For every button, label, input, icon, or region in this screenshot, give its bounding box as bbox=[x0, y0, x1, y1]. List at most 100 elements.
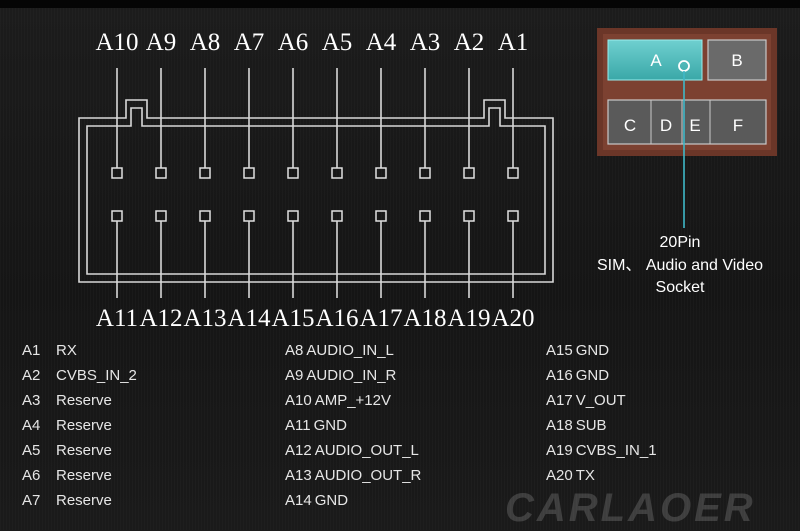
legend-pin-function: AUDIO_IN_R bbox=[306, 367, 397, 384]
bottom-pin-a12: A12 bbox=[139, 210, 183, 332]
legend-pin-function: Reserve bbox=[56, 467, 112, 484]
legend-pin-id: A3 bbox=[22, 392, 41, 409]
legend-pin-function: GND bbox=[575, 342, 610, 359]
bottom-pin-a13: A13 bbox=[183, 210, 227, 332]
legend-pin-function: AUDIO_OUT_R bbox=[314, 467, 422, 484]
top-pin-label: A9 bbox=[146, 29, 177, 56]
top-pin-label: A7 bbox=[234, 29, 265, 56]
legend-pin-id: A1 bbox=[22, 342, 41, 359]
bottom-pin-label: A20 bbox=[491, 305, 534, 332]
bottom-pin-label: A15 bbox=[271, 305, 314, 332]
legend-pin-function: AMP_+12V bbox=[314, 392, 391, 409]
top-edge-bar bbox=[0, 0, 800, 8]
bottom-pin-label: A12 bbox=[139, 305, 182, 332]
bottom-pin-a15: A15 bbox=[271, 210, 315, 332]
legend-pin-function: Reserve bbox=[56, 442, 112, 459]
legend-pin-function: AUDIO_IN_L bbox=[306, 342, 394, 359]
top-pin-label: A5 bbox=[322, 29, 353, 56]
bottom-pin-label: A17 bbox=[359, 305, 402, 332]
top-pin-a6: A6 bbox=[278, 29, 309, 179]
bottom-pin-label: A11 bbox=[96, 305, 138, 332]
top-pin-label: A6 bbox=[278, 29, 309, 56]
legend-pin-function: SUB bbox=[575, 417, 607, 434]
legend-row-a2: A2 CVBS_IN_2 bbox=[22, 367, 137, 384]
top-pin-a1: A1 bbox=[498, 29, 529, 179]
socket-label-d: D bbox=[660, 116, 672, 135]
bottom-pin-label: A13 bbox=[183, 305, 226, 332]
legend-pin-id: A7 bbox=[22, 492, 41, 509]
bottom-pin-a20: A20 bbox=[491, 210, 535, 332]
bottom-pin-a14: A14 bbox=[227, 210, 271, 332]
socket-label-f: F bbox=[733, 116, 743, 135]
socket-caption-line1: 20Pin bbox=[660, 234, 701, 251]
socket-label-c: C bbox=[624, 116, 636, 135]
top-pin-a5: A5 bbox=[322, 29, 353, 179]
bottom-pin-label: A14 bbox=[227, 305, 271, 332]
legend-pin-function: TX bbox=[575, 467, 595, 484]
bottom-pin-a11: A11 bbox=[96, 210, 138, 332]
legend-pin-function: CVBS_IN_2 bbox=[56, 367, 137, 384]
top-pin-row: A10 A9 A8 A7 A6 A5 A4 A3 A2 A1 bbox=[95, 29, 529, 179]
top-pin-a4: A4 bbox=[366, 29, 397, 179]
socket-label-e: E bbox=[689, 116, 700, 135]
top-pin-label: A2 bbox=[454, 29, 485, 56]
socket-cell-b bbox=[707, 39, 767, 81]
top-pin-label: A10 bbox=[95, 29, 138, 56]
legend-pin-id: A16 bbox=[546, 367, 573, 384]
bottom-pin-label: A16 bbox=[315, 305, 358, 332]
socket-lower-block bbox=[607, 99, 767, 145]
bottom-pin-a18: A18 bbox=[403, 210, 447, 332]
legend-pin-id: A9 bbox=[285, 367, 304, 384]
connector-housing bbox=[78, 99, 554, 283]
legend-pin-id: A10 bbox=[285, 392, 312, 409]
legend-pin-id: A15 bbox=[546, 342, 573, 359]
legend-row-a6: A6 Reserve bbox=[22, 467, 112, 484]
top-pin-a7: A7 bbox=[234, 29, 265, 179]
bottom-pin-a19: A19 bbox=[447, 210, 491, 332]
legend-pin-id: A11 bbox=[285, 417, 311, 434]
top-pin-label: A4 bbox=[366, 29, 397, 56]
legend-pin-id: A8 bbox=[285, 342, 304, 359]
legend-pin-function: V_OUT bbox=[575, 392, 626, 409]
bottom-pin-label: A18 bbox=[403, 305, 446, 332]
socket-label-a: A bbox=[650, 51, 662, 70]
top-pin-a10: A10 bbox=[95, 29, 139, 179]
socket-photo: A B C D E F bbox=[597, 28, 777, 228]
bottom-pin-label: A19 bbox=[447, 305, 490, 332]
legend-pin-function: AUDIO_OUT_L bbox=[314, 442, 419, 459]
legend-pin-id: A2 bbox=[22, 367, 41, 384]
socket-label-b: B bbox=[731, 51, 742, 70]
top-pin-a3: A3 bbox=[410, 29, 440, 179]
legend-pin-id: A12 bbox=[285, 442, 312, 459]
legend-pin-id: A13 bbox=[285, 467, 312, 484]
top-pin-label: A1 bbox=[498, 29, 529, 56]
legend-pin-id: A6 bbox=[22, 467, 41, 484]
legend-pin-function: Reserve bbox=[56, 417, 112, 434]
bottom-pin-a16: A16 bbox=[315, 210, 359, 332]
legend-pin-function: GND bbox=[313, 417, 347, 434]
socket-cell-a bbox=[607, 39, 703, 81]
top-pin-label: A8 bbox=[190, 29, 221, 56]
socket-caption-line2: SIM、 Audio and Video bbox=[597, 257, 763, 274]
legend-pin-id: A20 bbox=[546, 467, 573, 484]
legend-pin-id: A19 bbox=[546, 442, 573, 459]
